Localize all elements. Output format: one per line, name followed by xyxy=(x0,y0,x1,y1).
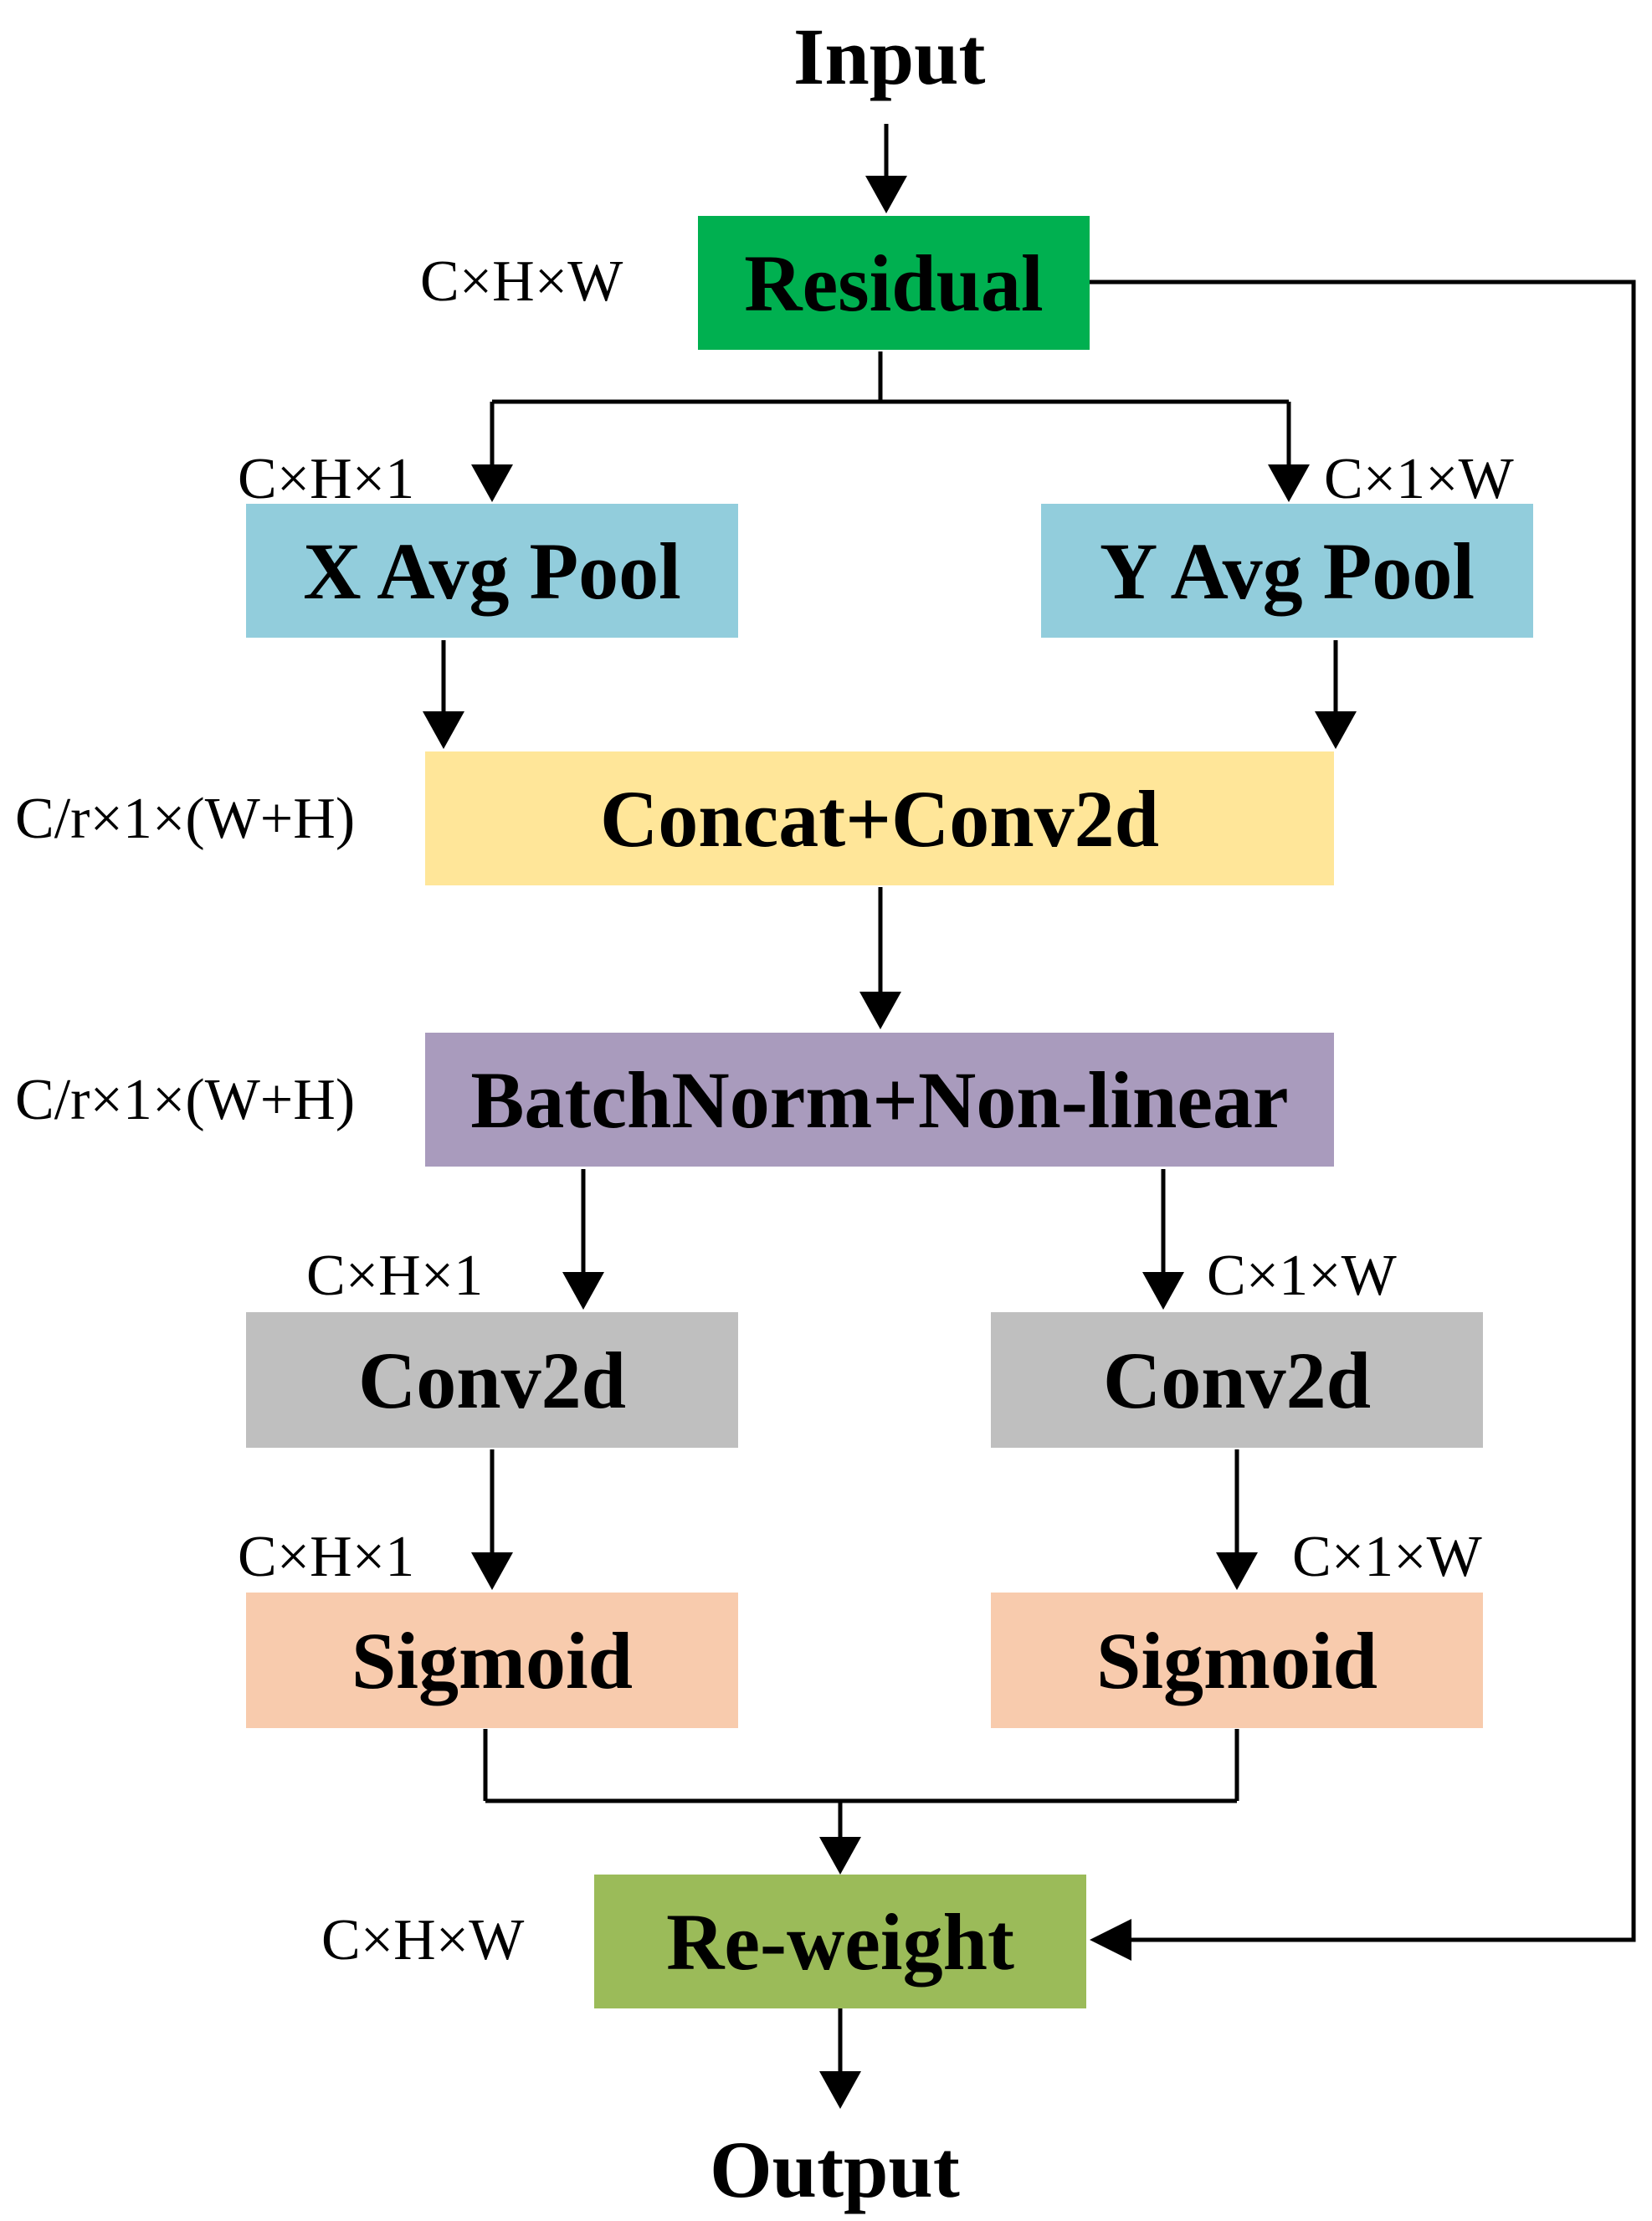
dim-batchnorm: C/r×1×(W+H) xyxy=(15,1068,356,1132)
batchnorm-nonlinear-block: BatchNorm+Non-linear xyxy=(425,1033,1334,1167)
arrowhead xyxy=(423,711,464,749)
arrowhead xyxy=(819,1837,861,1875)
arrowhead xyxy=(1090,1919,1131,1961)
arrowhead xyxy=(859,992,901,1029)
dim-sigmoid-right: C×1×W xyxy=(1292,1525,1482,1589)
edge-residual-skip xyxy=(1090,280,1636,1942)
arrowhead xyxy=(819,2071,861,2109)
reweight-block: Re-weight xyxy=(594,1875,1086,2008)
dim-conv-right: C×1×W xyxy=(1207,1244,1397,1308)
arrowhead xyxy=(1142,1272,1184,1310)
input-label: Input xyxy=(793,12,986,101)
concat-conv2d-block: Concat+Conv2d xyxy=(425,751,1334,885)
arrowhead xyxy=(471,464,513,502)
arrowhead xyxy=(471,1552,513,1590)
arrowhead xyxy=(1315,711,1357,749)
conv2d-left-block: Conv2d xyxy=(246,1312,738,1448)
dim-y-pool: C×1×W xyxy=(1324,447,1514,511)
arrowhead xyxy=(1216,1552,1258,1590)
dim-reweight: C×H×W xyxy=(321,1908,525,1972)
sigmoid-right-block: Sigmoid xyxy=(991,1593,1483,1728)
dim-sigmoid-left: C×H×1 xyxy=(238,1525,415,1589)
dim-conv-left: C×H×1 xyxy=(306,1244,484,1308)
x-avg-pool-block: X Avg Pool xyxy=(246,504,738,638)
arrowhead xyxy=(865,176,907,213)
arrowhead xyxy=(562,1272,604,1310)
dim-residual: C×H×W xyxy=(420,249,623,314)
residual-block: Residual xyxy=(698,216,1090,350)
y-avg-pool-block: Y Avg Pool xyxy=(1041,504,1533,638)
dim-x-pool: C×H×1 xyxy=(238,447,415,511)
conv2d-right-block: Conv2d xyxy=(991,1312,1483,1448)
output-label: Output xyxy=(710,2125,960,2214)
dim-concat: C/r×1×(W+H) xyxy=(15,787,356,851)
sigmoid-left-block: Sigmoid xyxy=(246,1593,738,1728)
arrowhead xyxy=(1268,464,1310,502)
